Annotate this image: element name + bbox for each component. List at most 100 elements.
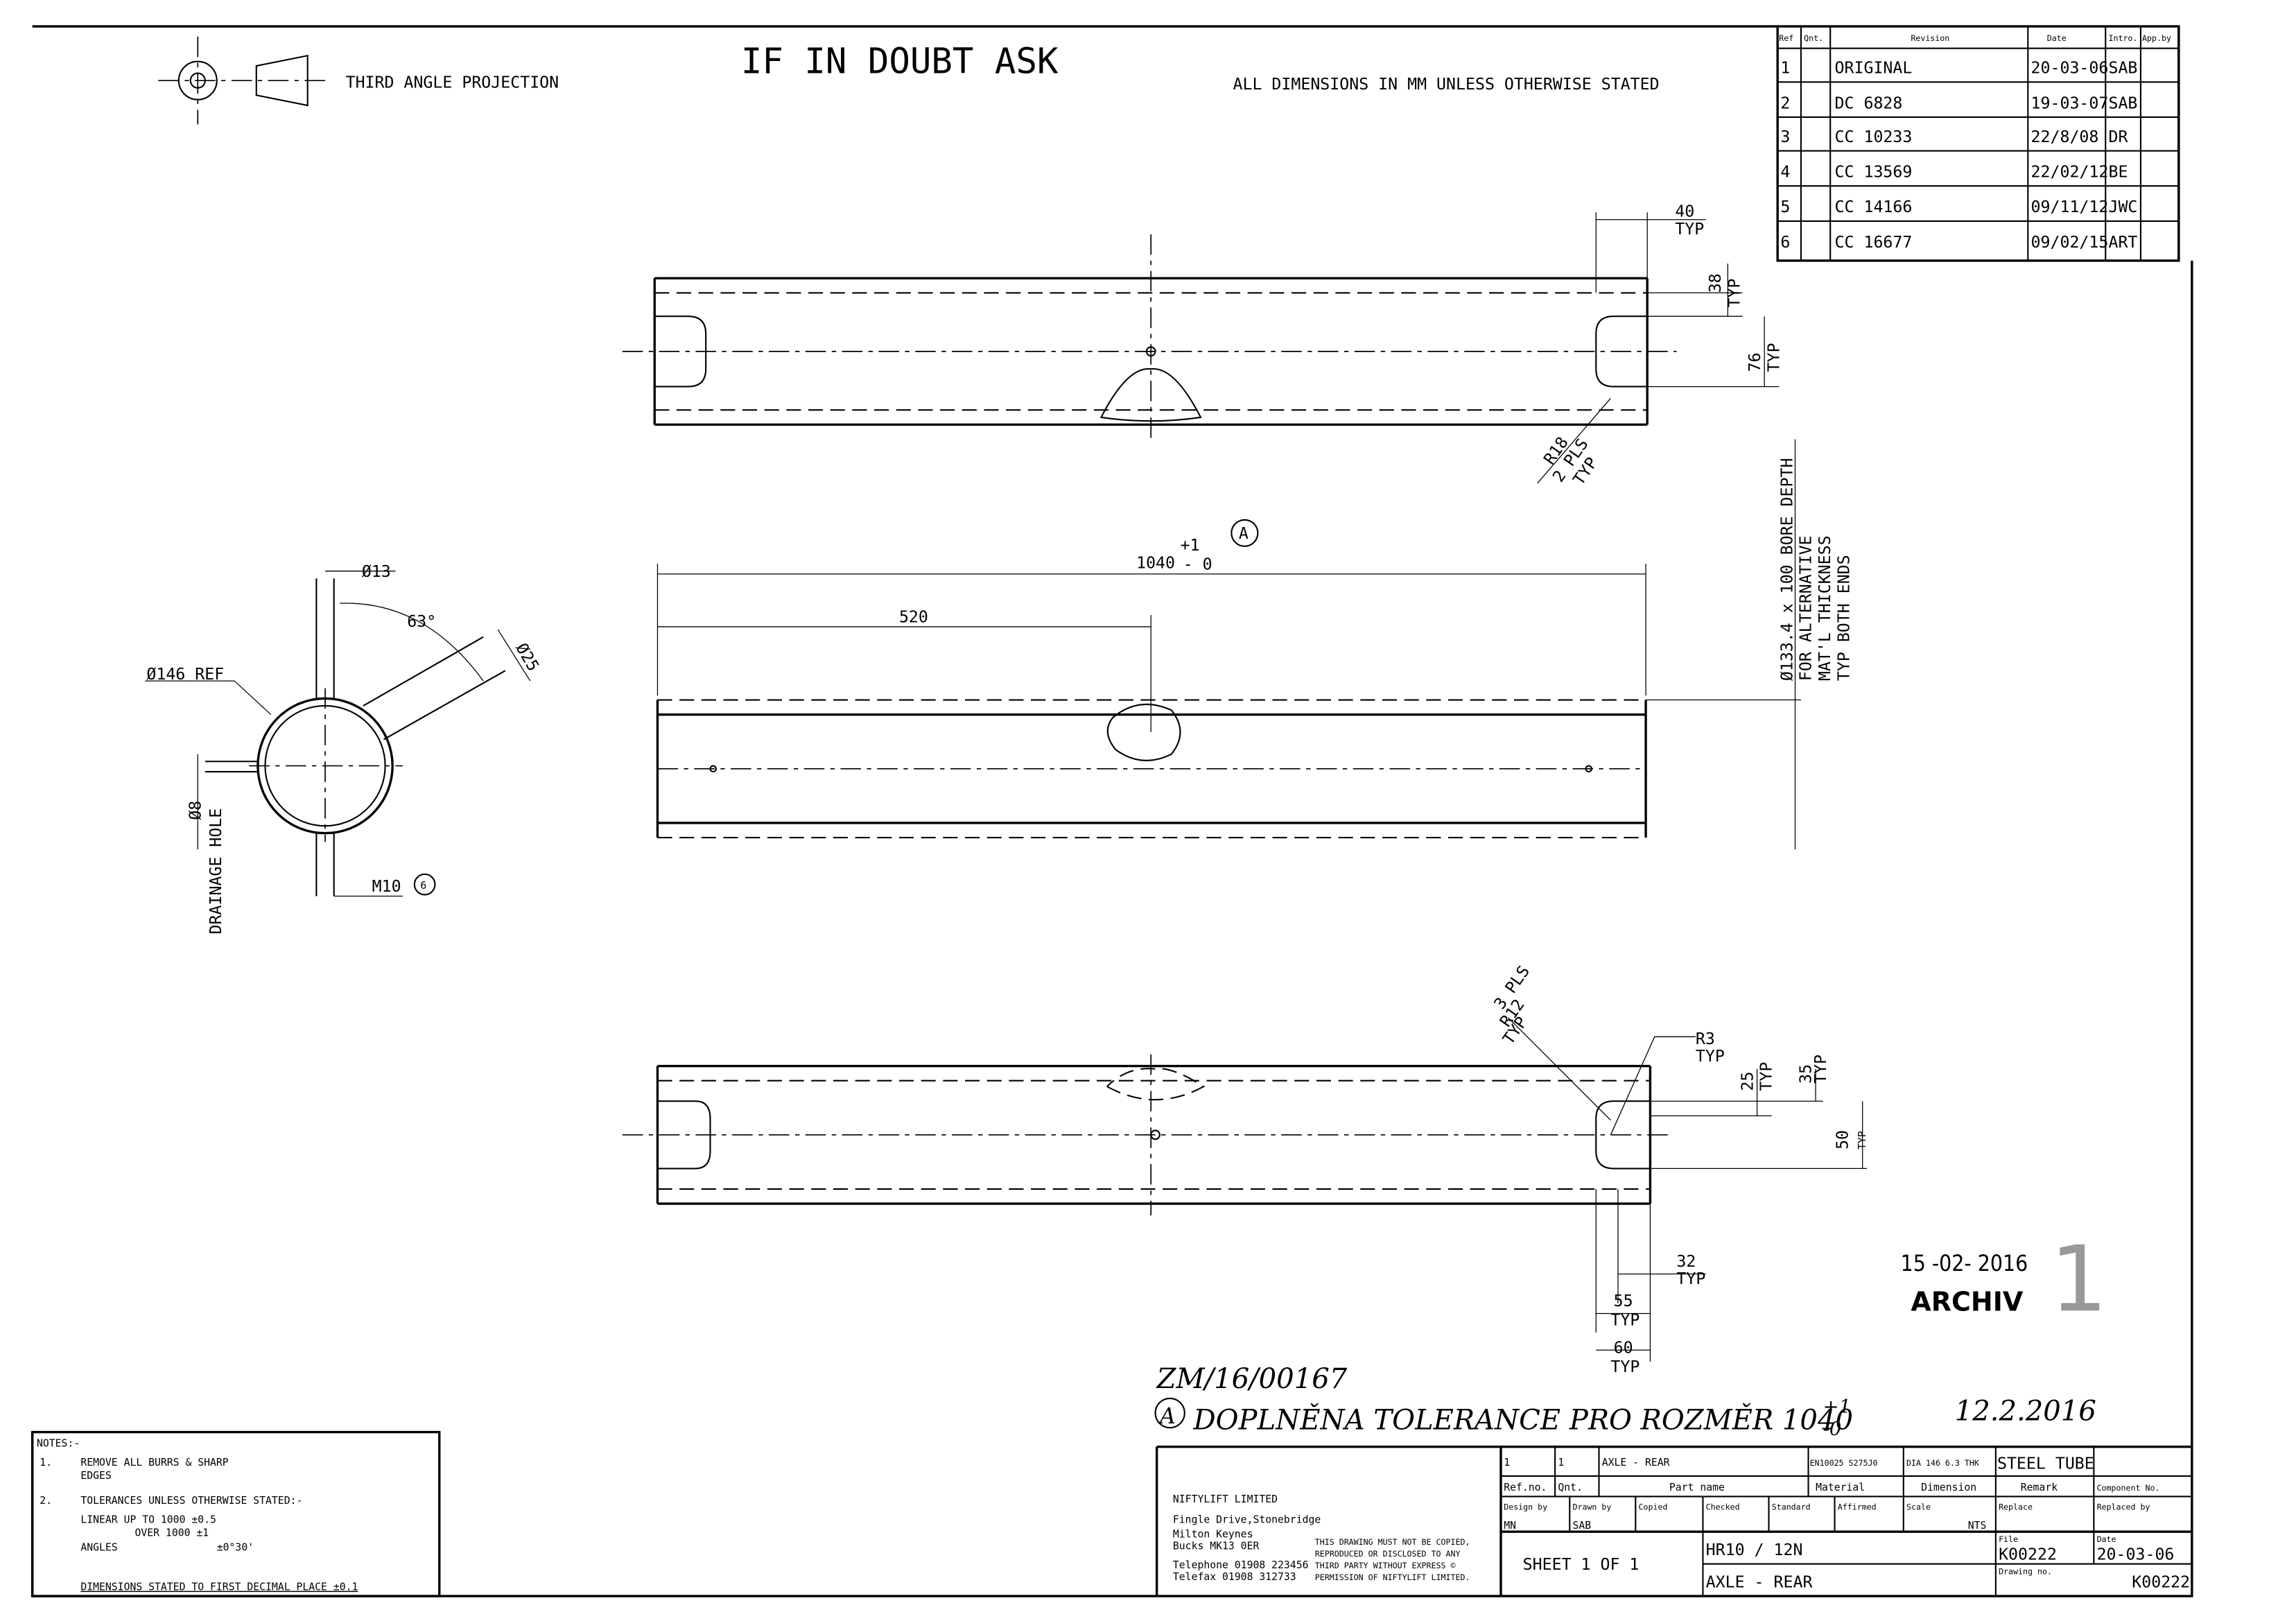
tb-v-design: MN [1504, 1520, 1516, 1532]
revision-ref: 2 [1780, 94, 1790, 112]
handwritten-ref: ZM/16/00167 [1156, 1363, 1348, 1395]
note2-text: TOLERANCES UNLESS OTHERWISE STATED:- [80, 1495, 302, 1507]
revision-intro: ART [2108, 233, 2137, 252]
tb-h-ref: Ref.no. [1504, 1482, 1547, 1493]
m10-ref: 6 [420, 880, 426, 892]
revision-row: 3 CC 10233 22/8/08 DR [1780, 128, 2128, 146]
handwritten-date: 12.2.2016 [1955, 1396, 2096, 1428]
tb-v-scale: NTS [1968, 1520, 1987, 1532]
revision-ref: 3 [1780, 128, 1790, 146]
company-fax: Telefax 01908 312733 [1173, 1571, 1296, 1583]
tb-l-standard: Standard [1772, 1502, 1811, 1511]
title-block [1155, 1445, 2192, 1597]
dim-m10: M10 [372, 877, 401, 896]
notes-box [31, 1430, 441, 1597]
front-view [656, 439, 1801, 849]
dim-520: 520 [899, 608, 928, 627]
dim-40: 40 [1675, 202, 1694, 221]
handwritten-mark: A [1158, 1404, 1176, 1429]
bore-note-1: Ø133.4 x 100 BORE DEPTH [1777, 458, 1796, 682]
dim-angle: 63° [407, 612, 436, 631]
drainage-label: DRAINAGE HOLE [207, 808, 225, 935]
tb-model: HR10 / 12N [1706, 1541, 1803, 1559]
tb-l-replaced: Replaced by [2097, 1502, 2150, 1511]
tb-title: AXLE - REAR [1706, 1572, 1813, 1591]
dim-d25: Ø25 [512, 640, 542, 675]
tol-minus: - 0 [1183, 555, 1212, 574]
tb-material: EN10025 S275J0 [1810, 1458, 1878, 1468]
tb-remark: STEEL TUBE [1997, 1454, 2094, 1473]
dim-40-typ: TYP [1675, 220, 1704, 239]
revision-revision: CC 14166 [1835, 198, 1913, 216]
tol-plus: +1 [1180, 536, 1199, 555]
dim-32-typ: TYP [1676, 1269, 1705, 1288]
tb-v-file: K00222 [1999, 1545, 2057, 1563]
note2-num: 2. [40, 1495, 52, 1507]
tb-v-drawing: K00222 [2132, 1572, 2190, 1591]
tb-h-material: Material [1816, 1482, 1865, 1493]
note1-line2: EDGES [80, 1470, 111, 1482]
tb-v-date: 20-03-06 [2097, 1545, 2175, 1563]
revision-date: 09/02/15 [2031, 233, 2109, 252]
company-addr1: Fingle Drive,Stonebridge [1173, 1514, 1321, 1525]
tb-l-checked: Checked [1706, 1502, 1740, 1511]
revision-date: 22/8/08 [2031, 128, 2099, 146]
note2-linear2: OVER 1000 ±1 [134, 1527, 209, 1539]
rev-header-ref: Ref [1779, 33, 1793, 43]
handwritten-note: DOPLNĚNA TOLERANCE PRO ROZMĚR 1040 [1192, 1402, 1853, 1436]
revision-revision: CC 10233 [1835, 128, 1913, 146]
note1-line1: REMOVE ALL BURRS & SHARP [80, 1457, 228, 1468]
rev-mark-a: A [1239, 524, 1249, 543]
stamp-label: ARCHIV [1911, 1286, 2023, 1317]
tb-h-remark: Remark [2021, 1482, 2058, 1493]
revision-revision: CC 13569 [1835, 163, 1913, 182]
note2-angles-label: ANGLES [80, 1542, 117, 1554]
rev-header-qnt: Qnt. [1804, 33, 1823, 43]
tb-l-copied: Copied [1639, 1502, 1668, 1511]
handwritten-tol-minus: -0 [1823, 1419, 1842, 1440]
dim-55: 55 [1614, 1292, 1633, 1310]
tb-l-affirmed: Affirmed [1838, 1502, 1877, 1511]
tb-l-file: File [1999, 1534, 2018, 1544]
top-view [622, 212, 1780, 484]
dim-25: 25 [1738, 1071, 1757, 1091]
tb-l-scale: Scale [1906, 1502, 1931, 1511]
dim-50-typ: TYP [1856, 1131, 1868, 1150]
section-view [145, 571, 531, 897]
tb-qnt: 1 [1558, 1457, 1564, 1468]
copyright-2: REPRODUCED OR DISCLOSED TO ANY [1315, 1549, 1461, 1559]
dim-35: 35 [1797, 1064, 1816, 1084]
revision-intro: DR [2108, 128, 2128, 146]
company-tel: Telephone 01908 223456 [1173, 1559, 1309, 1571]
revision-revision: CC 16677 [1835, 233, 1913, 252]
dim-38: 38 [1706, 273, 1725, 293]
tb-l-date: Date [2097, 1534, 2116, 1544]
dim-r3: R3 [1696, 1030, 1715, 1048]
tb-h-component: Component No. [2097, 1483, 2160, 1493]
tb-dimension: DIA 146 6.3 THK [1906, 1458, 1979, 1468]
rev-header-date: Date [2047, 33, 2067, 43]
tb-v-drawn: SAB [1572, 1520, 1591, 1532]
revision-revision: DC 6828 [1835, 94, 1903, 112]
revision-date: 19-03-07 [2031, 94, 2109, 112]
notes-title: NOTES:- [37, 1438, 80, 1450]
note-decimal: DIMENSIONS STATED TO FIRST DECIMAL PLACE… [80, 1581, 358, 1593]
revision-revision: ORIGINAL [1835, 59, 1913, 78]
dim-1040: 1040 [1136, 553, 1175, 572]
dim-60: 60 [1614, 1339, 1633, 1358]
rev-header-intro: Intro. [2108, 33, 2137, 43]
warning-title: IF IN DOUBT ASK [741, 41, 1059, 82]
revision-ref: 6 [1780, 233, 1790, 252]
company-name: NIFTYLIFT LIMITED [1173, 1493, 1278, 1505]
bore-note-4: TYP BOTH ENDS [1835, 555, 1854, 681]
revision-intro: JWC [2108, 198, 2137, 216]
dim-d8: Ø8 [186, 801, 205, 820]
copyright-3: THIRD PARTY WITHOUT EXPRESS © [1315, 1561, 1456, 1570]
revision-date: 20-03-06 [2031, 59, 2109, 78]
dim-38-typ: TYP [1725, 279, 1743, 308]
